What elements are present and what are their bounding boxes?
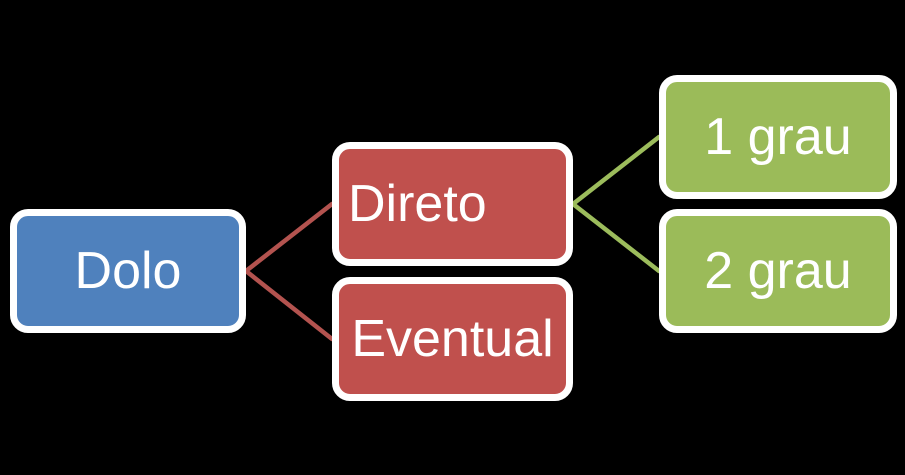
node-eventual-label: Eventual <box>351 310 554 368</box>
node-eventual: Eventual <box>332 277 573 401</box>
edge-direto-2grau <box>570 201 662 274</box>
node-1-grau: 1 grau <box>659 75 897 199</box>
node-dolo: Dolo <box>10 209 246 333</box>
node-2-grau: 2 grau <box>659 209 897 333</box>
edge-dolo-direto <box>243 201 335 274</box>
edge-direto-1grau <box>570 134 662 207</box>
node-direto-label: Direto <box>348 175 487 233</box>
node-direto: Direto <box>332 142 573 266</box>
node-2-grau-label: 2 grau <box>704 242 852 300</box>
node-dolo-label: Dolo <box>74 242 182 300</box>
edge-dolo-eventual <box>243 268 335 342</box>
node-1-grau-label: 1 grau <box>704 108 852 166</box>
